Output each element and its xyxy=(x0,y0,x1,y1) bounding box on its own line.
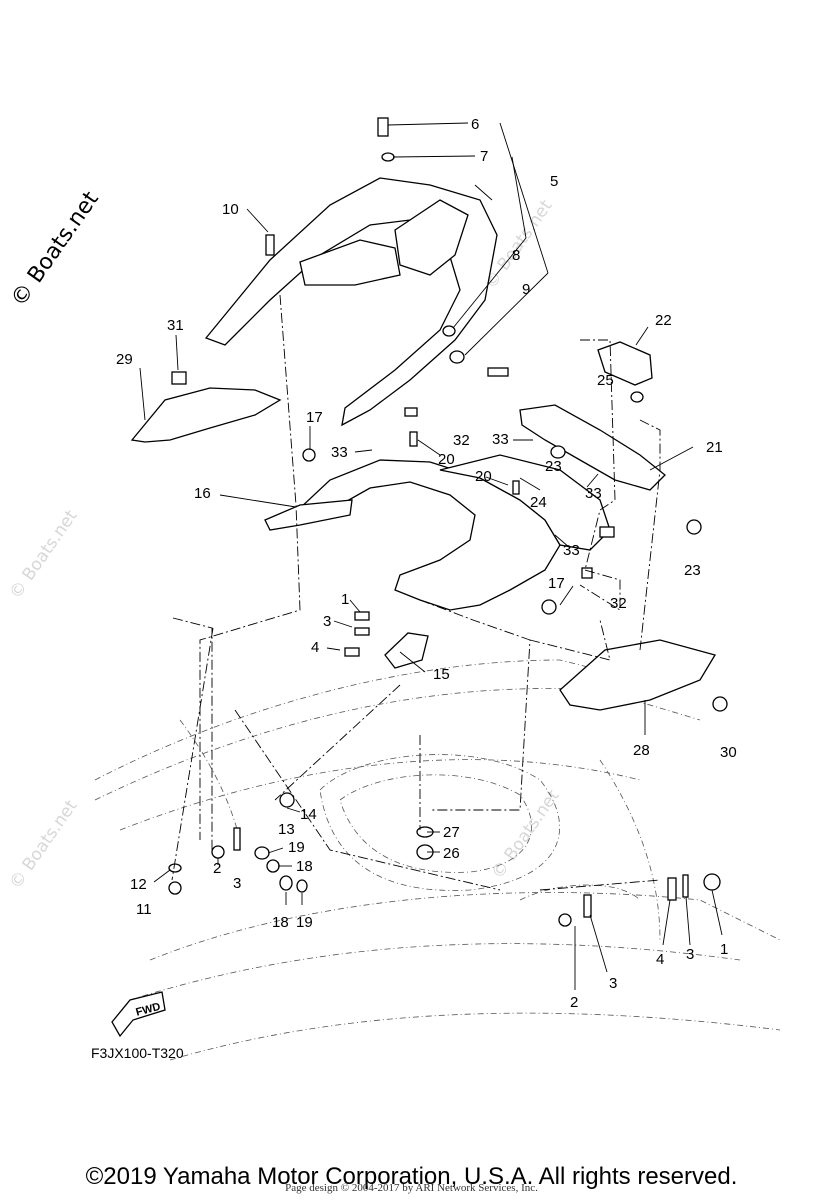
callout-15: 15 xyxy=(433,666,450,683)
callout-28: 28 xyxy=(633,742,650,759)
callout-33d: 33 xyxy=(563,542,580,559)
callout-4a: 4 xyxy=(311,639,319,656)
callout-11: 11 xyxy=(136,901,152,918)
callout-27: 27 xyxy=(443,824,460,841)
callout-30: 30 xyxy=(720,744,737,761)
callout-10: 10 xyxy=(222,201,239,218)
callout-13: 13 xyxy=(278,821,295,838)
callout-1b: 1 xyxy=(720,941,728,958)
callout-5: 5 xyxy=(550,173,558,190)
callout-18a: 18 xyxy=(296,858,313,875)
faint-watermark-4: © Boats.net xyxy=(6,796,82,893)
callout-20a: 20 xyxy=(438,451,455,468)
callout-18b: 18 xyxy=(272,914,289,931)
reboarding-step xyxy=(384,632,429,669)
callout-8: 8 xyxy=(512,247,520,264)
callout-29: 29 xyxy=(116,351,133,368)
faint-watermark-2: © Boats.net xyxy=(6,506,82,603)
callout-32a: 32 xyxy=(453,432,470,449)
callout-33b: 33 xyxy=(492,431,509,448)
callout-3d: 3 xyxy=(609,975,617,992)
callout-16: 16 xyxy=(194,485,211,502)
leader-lines xyxy=(139,122,723,990)
fasteners xyxy=(168,117,728,927)
callout-6: 6 xyxy=(471,116,479,133)
callout-17a: 17 xyxy=(306,409,323,426)
callout-3c: 3 xyxy=(686,946,694,963)
callout-32b: 32 xyxy=(610,595,627,612)
callout-33c: 33 xyxy=(585,485,602,502)
side-panel-left xyxy=(130,387,282,443)
callout-3a: 3 xyxy=(323,613,331,630)
faint-watermark-5: © Boats.net xyxy=(488,786,564,883)
connector-lines xyxy=(171,294,661,891)
rear-deck-cover xyxy=(264,454,611,611)
diagram-code: F3JX100-T320 xyxy=(91,1045,184,1061)
callout-31: 31 xyxy=(167,317,184,334)
callout-33a: 33 xyxy=(331,444,348,461)
hull-outline xyxy=(94,659,781,1061)
callout-14: 14 xyxy=(300,806,317,823)
lower-cover xyxy=(559,639,716,711)
callout-23a: 23 xyxy=(545,458,562,475)
callout-19a: 19 xyxy=(288,839,305,856)
callout-numbers: 6 7 5 10 8 9 31 22 29 25 17 32 33 20 33 … xyxy=(116,116,737,1011)
callout-22: 22 xyxy=(655,312,672,329)
callout-17b: 17 xyxy=(548,575,565,592)
page-credit: Page design © 2004-2017 by ARI Network S… xyxy=(285,1182,538,1194)
callout-1a: 1 xyxy=(341,591,349,608)
grab-handle xyxy=(597,341,653,386)
callout-20b: 20 xyxy=(475,468,492,485)
callout-4b: 4 xyxy=(656,951,664,968)
callout-9: 9 xyxy=(522,281,530,298)
seat-cover xyxy=(204,177,498,427)
callout-2a: 2 xyxy=(213,860,221,877)
callout-26: 26 xyxy=(443,845,460,862)
callout-12: 12 xyxy=(130,876,147,893)
fwd-arrow: FWD xyxy=(111,991,166,1038)
copyright-notice: ©2019 Yamaha Motor Corporation, U.S.A. A… xyxy=(85,1163,738,1190)
callout-7: 7 xyxy=(480,148,488,165)
boats-net-watermark: © Boats.net xyxy=(6,187,104,312)
callout-21: 21 xyxy=(706,439,723,456)
callout-25: 25 xyxy=(597,372,614,389)
callout-2b: 2 xyxy=(570,994,578,1011)
callout-24: 24 xyxy=(530,494,547,511)
side-panel-right xyxy=(519,404,666,491)
callout-3b: 3 xyxy=(233,875,241,892)
callout-19b: 19 xyxy=(296,914,313,931)
callout-23b: 23 xyxy=(684,562,701,579)
